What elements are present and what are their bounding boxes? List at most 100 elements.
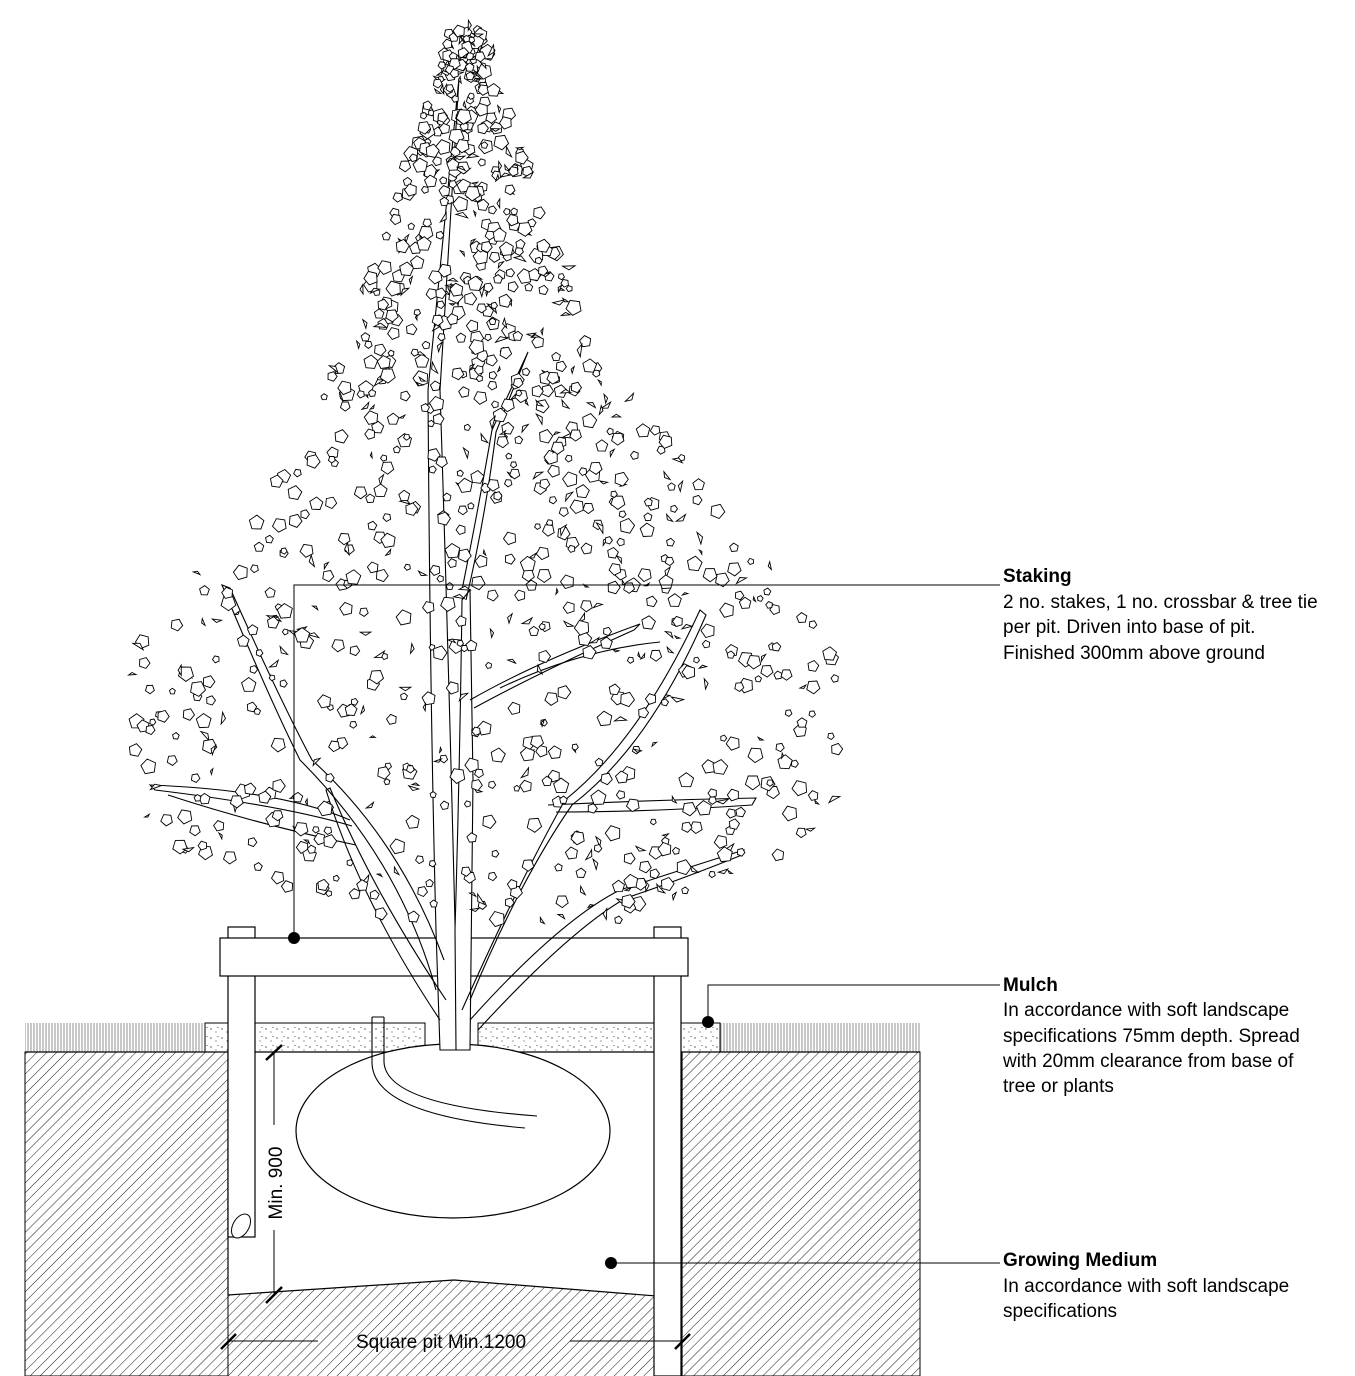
leaf-cluster [610,495,626,510]
leaf-cluster [363,270,378,286]
leaf [470,71,480,75]
leaf-cluster [398,489,411,502]
leaf [201,616,207,627]
leaf-cluster [757,595,764,602]
leaf [576,342,583,359]
leaf-cluster [575,484,590,499]
leaf-cluster [507,281,519,293]
leaf-cluster [541,384,555,398]
leaf-cluster [353,486,368,500]
leaf-cluster [270,870,285,885]
leaf-cluster [376,354,391,369]
leaf-cluster [306,844,317,854]
leaf-cluster [293,468,302,478]
leaf-cluster [395,238,410,254]
leaf [680,592,690,596]
leaf-cluster [485,661,492,669]
leaf-cluster [363,410,379,425]
leaf-cluster [530,735,545,749]
leaf [210,618,224,624]
leaf-cluster [199,585,210,596]
leaf-cluster [236,634,250,647]
staking-line-2: per pit. Driven into base of pit. [1003,617,1255,638]
leaf-cluster [445,681,459,695]
leaf-cluster [504,553,516,565]
leaf-cluster [452,24,465,38]
leaf-cluster [623,852,636,865]
leaf [524,397,529,407]
leaf [612,716,629,722]
leaf [199,730,210,743]
leaf [470,74,483,80]
leaf-cluster [182,708,196,721]
leaf-cluster [375,907,388,921]
leaf-cluster [269,474,284,488]
leaf-cluster [528,625,540,636]
leaf [482,548,487,557]
leaf [727,869,734,875]
leaf-cluster [643,497,653,507]
leaf-cluster [658,434,673,449]
leaf-cluster [689,821,703,835]
leaf-cluster [775,742,785,753]
leaf [358,631,373,636]
leaf-cluster [539,478,551,490]
leaf [527,551,538,559]
leaf-cluster [658,574,674,590]
leaf-cluster [671,846,680,855]
leaf-cluster [498,293,513,308]
leaf-cluster [485,112,498,124]
leaf-cluster [359,607,369,617]
growing-medium-line-2: specifications [1003,1301,1117,1322]
leaf-cluster [702,568,718,583]
leaf [476,64,480,74]
leaf-cluster [149,718,157,726]
leaf [673,634,682,639]
staking-line-3: Finished 300mm above ground [1003,643,1265,664]
leaf-cluster [481,240,493,253]
staking-callout: Staking 2 no. stakes, 1 no. crossbar & t… [1003,566,1318,664]
leaf-cluster [379,368,396,384]
leaf [360,400,370,411]
leaf [489,627,495,640]
leaf-cluster [582,645,597,660]
leaf-cluster [366,561,379,574]
leaf-cluster [456,639,465,648]
leaf [592,857,599,872]
leaf [400,287,411,297]
leaf-cluster [232,564,248,581]
leaf-cluster [490,301,499,310]
leaf [662,694,672,700]
leaf-cluster [189,825,201,837]
leaf [446,638,457,644]
leaf-cluster [492,407,508,423]
leaf [368,403,375,411]
leaf-cluster [400,390,411,402]
leaf [539,915,546,925]
leaf-cluster [258,790,272,804]
leaf [496,365,501,373]
leaf-cluster [170,618,184,632]
leaf [611,648,621,653]
mulch-marker [702,1016,714,1028]
leaf-cluster [449,282,464,297]
leaf-cluster [317,878,330,892]
leaf-cluster [459,121,469,132]
leaf-cluster [470,469,485,484]
leaf [494,336,509,344]
leaf-cluster [553,384,568,398]
leaf-cluster [467,502,475,510]
leaf [530,334,542,338]
leaf-cluster [177,809,193,825]
leaf-cluster [564,454,573,463]
leaf-cluster [559,574,574,590]
leaf-cluster [293,822,309,837]
leaf-cluster [547,745,562,759]
leaf-cluster [266,616,280,629]
leaf-cluster [535,256,543,265]
leaf [632,748,644,753]
leaf-cluster [671,615,683,628]
leaf-cluster [287,485,303,501]
leaf-cluster [422,100,433,111]
leaf [559,311,572,317]
